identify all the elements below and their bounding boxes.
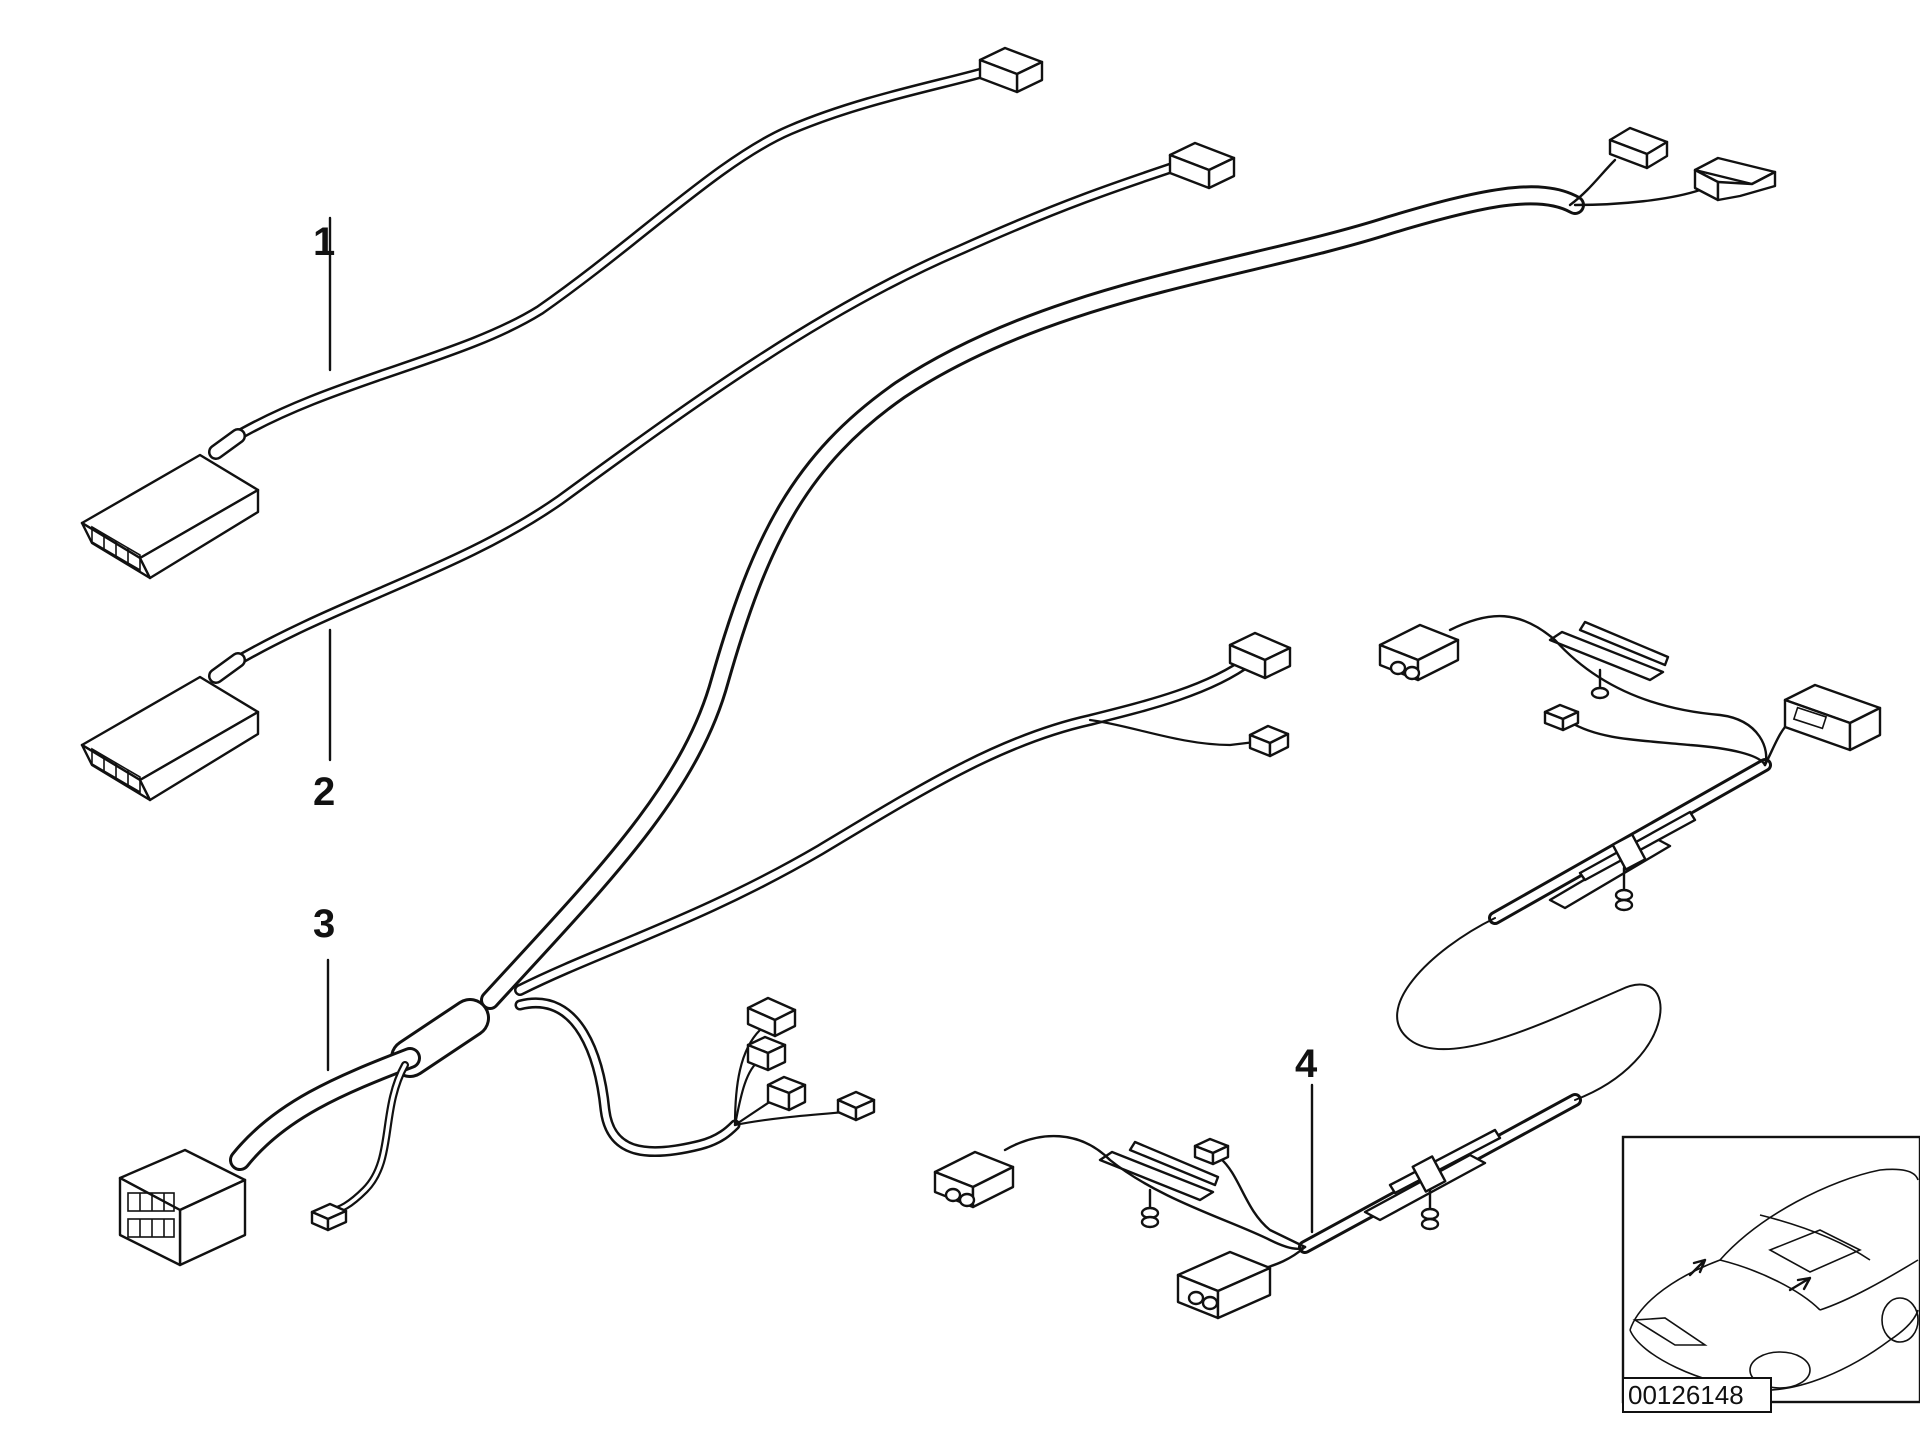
car-outline-icon	[1629, 1168, 1919, 1391]
callout-3: 3	[313, 902, 335, 946]
connector-right-upper	[1228, 631, 1292, 680]
connector-upper-right	[1783, 683, 1882, 752]
connector-top-right-a	[1608, 126, 1669, 170]
connector-lower-bottom	[1176, 1250, 1272, 1320]
connector-upper-left	[1378, 623, 1460, 682]
connector-lower-small	[1193, 1137, 1230, 1166]
connector-top-right-b	[1693, 156, 1777, 202]
connector-cluster-4	[836, 1090, 876, 1122]
vehicle-inset: 00126148	[1621, 1135, 1920, 1413]
reference-number-box	[1622, 1377, 1772, 1413]
clip-upper-1	[1548, 810, 1697, 912]
callout-4: 4	[1295, 1042, 1318, 1086]
main-connector-part-3	[118, 1148, 247, 1267]
clip-upper-2	[1548, 620, 1670, 700]
connector-right-lower	[1248, 724, 1290, 758]
connector-cluster-1	[746, 996, 797, 1038]
cable-part-1	[80, 46, 1044, 580]
inset-frame	[1621, 1135, 1920, 1404]
harness-part-3	[118, 126, 1777, 1267]
connector-upper-small	[1543, 703, 1580, 732]
end-connector-part-2	[1168, 141, 1236, 190]
connector-cluster-3	[766, 1075, 807, 1112]
callout-2: 2	[313, 770, 335, 814]
end-connector-part-1	[978, 46, 1044, 94]
box-connector-part-1	[80, 453, 260, 580]
callout-1: 1	[313, 220, 335, 264]
connector-lower-left	[933, 1150, 1015, 1209]
box-connector-part-2	[80, 675, 260, 802]
harness-part-4	[933, 614, 1882, 1320]
clip-lower-2	[1098, 1140, 1220, 1229]
connector-small-bottom	[310, 1202, 348, 1232]
reference-number: 00126148	[1628, 1380, 1744, 1410]
clip-lower-1	[1363, 1128, 1502, 1231]
connector-cluster-2	[746, 1035, 787, 1072]
cable-part-2	[80, 141, 1236, 802]
